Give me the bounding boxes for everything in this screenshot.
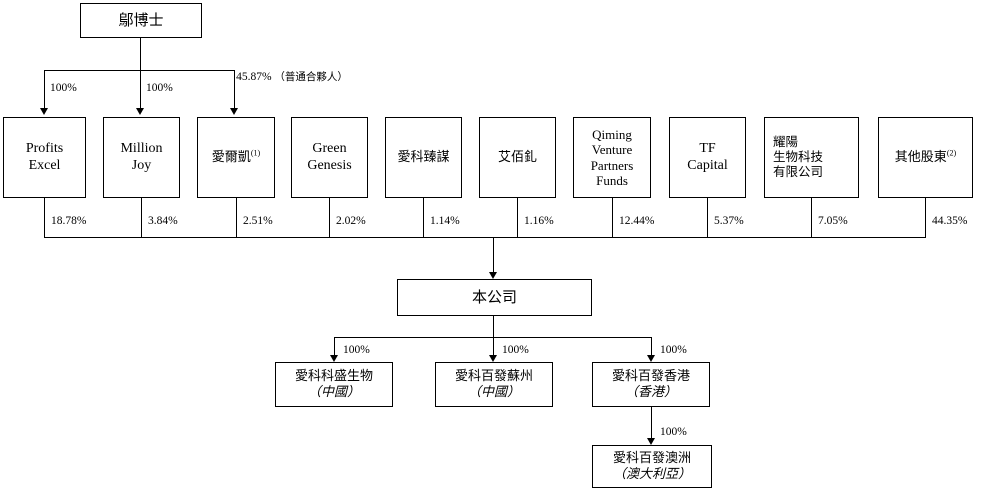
sub-subsidiary-name: 愛科百發澳洲	[612, 451, 691, 467]
shareholder-percent-1: 18.78%	[51, 215, 87, 227]
shareholder-name-line1: 其他股東(2)	[894, 148, 957, 165]
sub-subsidiary-box-aike-baifa-australia[interactable]: 愛科百發澳洲 （澳大利亞）	[592, 445, 712, 488]
root-branch-arrow-3	[230, 108, 238, 115]
shareholder-name-line2: Excel	[28, 157, 61, 173]
shareholder-name-text: 其他股東	[894, 149, 947, 165]
subsidiary-jurisdiction: （中國）	[467, 384, 520, 400]
shareholder-percent-9: 7.05%	[818, 215, 848, 227]
shareholder-drop-3	[236, 198, 237, 237]
company-inbound-stem	[493, 237, 494, 272]
shareholder-box-green-genesis[interactable]: Green Genesis	[291, 117, 368, 198]
shareholder-name-line2: Genesis	[307, 157, 352, 173]
company-node-label: 本公司	[471, 287, 517, 306]
shareholder-drop-9	[811, 198, 812, 237]
shareholder-percent-6: 1.16%	[524, 215, 554, 227]
root-node-label: 鄔博士	[118, 10, 164, 29]
shareholder-name-line2: Capital	[687, 157, 728, 173]
company-inbound-arrow	[489, 272, 497, 279]
shareholder-percent-8: 5.37%	[714, 215, 744, 227]
subsidiary-name: 愛科百發蘇州	[454, 369, 533, 385]
root-link-percent-3: 45.87% （普通合夥人）	[232, 70, 352, 84]
subsidiary-arrow-2	[489, 355, 497, 362]
shareholder-percent-3: 2.51%	[243, 215, 273, 227]
shareholder-drop-1	[44, 198, 45, 237]
company-outbound-stem	[493, 316, 494, 337]
shareholder-name-line1: Million	[120, 140, 163, 156]
shareholder-name-line1: Green	[312, 140, 347, 156]
shareholder-drop-8	[707, 198, 708, 237]
shareholder-box-aierkai[interactable]: 愛爾凱(1)	[197, 117, 275, 198]
shareholder-box-aibaiga[interactable]: 艾佰釓	[479, 117, 556, 198]
subsidiary-box-aike-baifa-hongkong[interactable]: 愛科百發香港 （香港）	[592, 362, 710, 407]
shareholder-name-line3: 有限公司	[773, 163, 824, 179]
shareholder-box-aike-zhenmou[interactable]: 愛科臻謀	[385, 117, 462, 198]
shareholder-name-line3: Partners	[590, 157, 634, 173]
root-link-percent-3-note: （普通合夥人）	[274, 71, 348, 83]
root-stem	[140, 38, 141, 71]
shareholder-name-line2: Joy	[131, 157, 152, 173]
sub-subsidiary-arrow	[647, 438, 655, 445]
subsidiary-jurisdiction: （香港）	[624, 384, 677, 400]
shareholder-box-profits-excel[interactable]: Profits Excel	[3, 117, 86, 198]
shareholder-name-line1: 艾佰釓	[497, 149, 537, 165]
shareholder-name-line2: 生物科技	[773, 149, 824, 165]
subsidiary-box-aike-baifa-suzhou[interactable]: 愛科百發蘇州 （中國）	[435, 362, 553, 407]
subsidiary-drop-1	[334, 337, 335, 355]
shareholder-percent-7: 12.44%	[619, 215, 655, 227]
shareholder-name-text: 愛爾凱	[211, 149, 251, 165]
sub-subsidiary-stem	[651, 407, 652, 438]
root-link-percent-2: 100%	[146, 82, 173, 94]
shareholder-name-line4: Funds	[596, 172, 628, 188]
subsidiary-distribution-bar	[334, 337, 651, 338]
shareholder-box-yaoyang-biotech[interactable]: 耀陽 生物科技 有限公司	[764, 117, 859, 198]
shareholder-box-million-joy[interactable]: Million Joy	[103, 117, 180, 198]
shareholder-name-line1: Profits	[25, 140, 64, 156]
subsidiary-arrow-3	[647, 355, 655, 362]
subsidiary-jurisdiction: （中國）	[307, 384, 360, 400]
shareholder-box-other-shareholders[interactable]: 其他股東(2)	[878, 117, 973, 198]
shareholder-drop-7	[612, 198, 613, 237]
shareholder-name-line1: TF	[699, 140, 716, 156]
subsidiary-name: 愛科百發香港	[611, 369, 690, 385]
shareholder-percent-10: 44.35%	[932, 215, 968, 227]
subsidiary-drop-3	[651, 337, 652, 355]
shareholder-box-tf-capital[interactable]: TF Capital	[669, 117, 746, 198]
shareholder-footnote-marker: (1)	[250, 148, 261, 158]
sub-subsidiary-jurisdiction: （澳大利亞）	[612, 466, 691, 482]
shareholder-percent-4: 2.02%	[336, 215, 366, 227]
root-branch-drop-1	[44, 70, 45, 108]
shareholder-drop-5	[423, 198, 424, 237]
subsidiary-name: 愛科科盛生物	[294, 369, 373, 385]
shareholder-name-line1: 耀陽	[773, 134, 799, 150]
root-link-percent-3-value: 45.87%	[236, 71, 272, 83]
subsidiary-percent-3: 100%	[660, 344, 687, 356]
company-node-box[interactable]: 本公司	[397, 279, 592, 316]
shareholder-name-line1: Qiming	[592, 126, 632, 142]
shareholder-name-line1: 愛科臻謀	[397, 149, 450, 165]
root-branch-drop-2	[140, 70, 141, 108]
subsidiary-drop-2	[493, 337, 494, 355]
shareholder-footnote-marker: (2)	[946, 148, 957, 158]
shareholder-collector-bar	[44, 237, 926, 238]
shareholder-drop-6	[517, 198, 518, 237]
root-node-box[interactable]: 鄔博士	[80, 3, 202, 38]
shareholder-percent-2: 3.84%	[148, 215, 178, 227]
subsidiary-percent-2: 100%	[502, 344, 529, 356]
subsidiary-arrow-1	[330, 355, 338, 362]
root-distribution-bar	[44, 70, 234, 71]
root-branch-drop-3	[234, 70, 235, 108]
sub-subsidiary-percent: 100%	[660, 426, 687, 438]
root-branch-arrow-2	[136, 108, 144, 115]
shareholder-box-qiming-venture-partners-funds[interactable]: Qiming Venture Partners Funds	[573, 117, 651, 198]
shareholder-name-line2: Venture	[591, 142, 633, 158]
shareholder-percent-5: 1.14%	[430, 215, 460, 227]
root-link-percent-1: 100%	[50, 82, 77, 94]
subsidiary-percent-1: 100%	[343, 344, 370, 356]
shareholder-drop-2	[141, 198, 142, 237]
subsidiary-box-aike-kesheng-bio[interactable]: 愛科科盛生物 （中國）	[275, 362, 393, 407]
shareholder-name-line1: 愛爾凱(1)	[211, 148, 261, 165]
root-branch-arrow-1	[40, 108, 48, 115]
shareholder-drop-4	[329, 198, 330, 237]
shareholder-drop-10	[925, 198, 926, 237]
